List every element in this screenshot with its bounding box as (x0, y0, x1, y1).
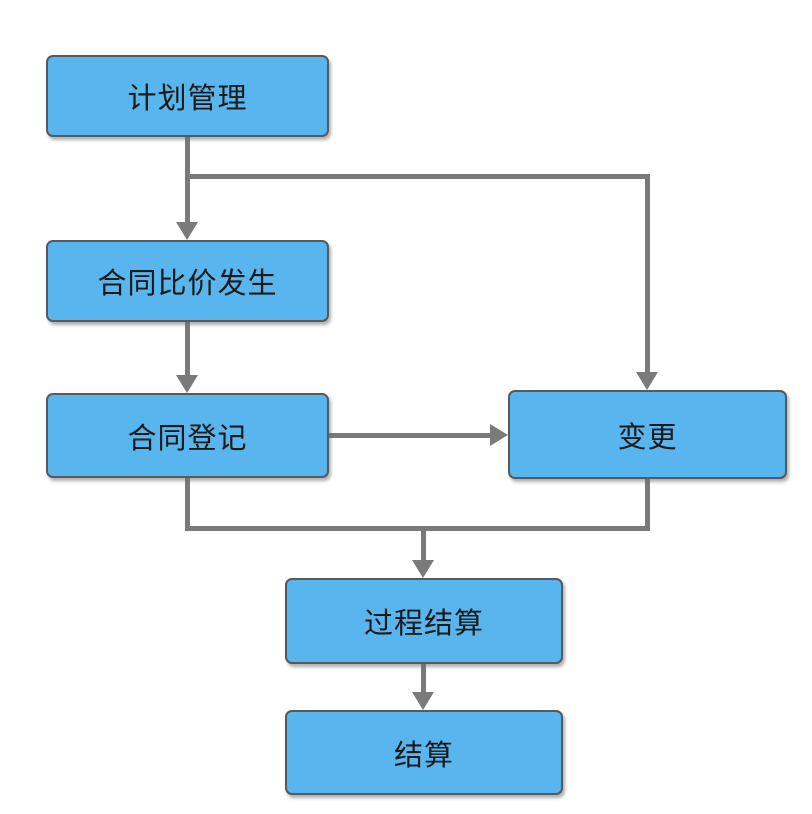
node-contract-price-comparison-label: 合同比价发生 (97, 268, 278, 300)
node-settlement: 结算 (285, 710, 563, 795)
arrowhead-process-top-icon (412, 560, 434, 578)
connector-compare-to-register (185, 322, 190, 378)
node-change-label: 变更 (617, 421, 678, 454)
arrowhead-compare-top-icon (176, 222, 198, 240)
arrowhead-change-top-icon (636, 372, 658, 390)
connector-register-down (185, 478, 190, 531)
arrowhead-change-left-icon (490, 424, 508, 446)
node-settlement-label: 结算 (393, 739, 454, 772)
node-change: 变更 (508, 390, 787, 479)
connector-register-to-change (329, 433, 492, 438)
node-contract-registration-label: 合同登记 (127, 422, 248, 455)
node-plan-management: 计划管理 (46, 55, 329, 137)
node-plan-management-label: 计划管理 (127, 83, 248, 115)
connector-process-to-settle (421, 664, 426, 694)
connector-merge-to-process (421, 526, 426, 562)
connector-plan-branch-horizontal (185, 174, 650, 179)
connector-merge-horizontal (185, 526, 650, 531)
connector-change-down (645, 479, 650, 531)
arrowhead-register-top-icon (176, 375, 198, 393)
connector-plan-to-change-vertical (645, 174, 650, 375)
node-process-settlement-label: 过程结算 (363, 608, 484, 640)
node-process-settlement: 过程结算 (285, 578, 563, 664)
node-contract-price-comparison: 合同比价发生 (46, 240, 329, 322)
arrowhead-settle-top-icon (412, 692, 434, 710)
node-contract-registration: 合同登记 (46, 393, 329, 478)
connector-plan-to-compare (185, 137, 190, 225)
